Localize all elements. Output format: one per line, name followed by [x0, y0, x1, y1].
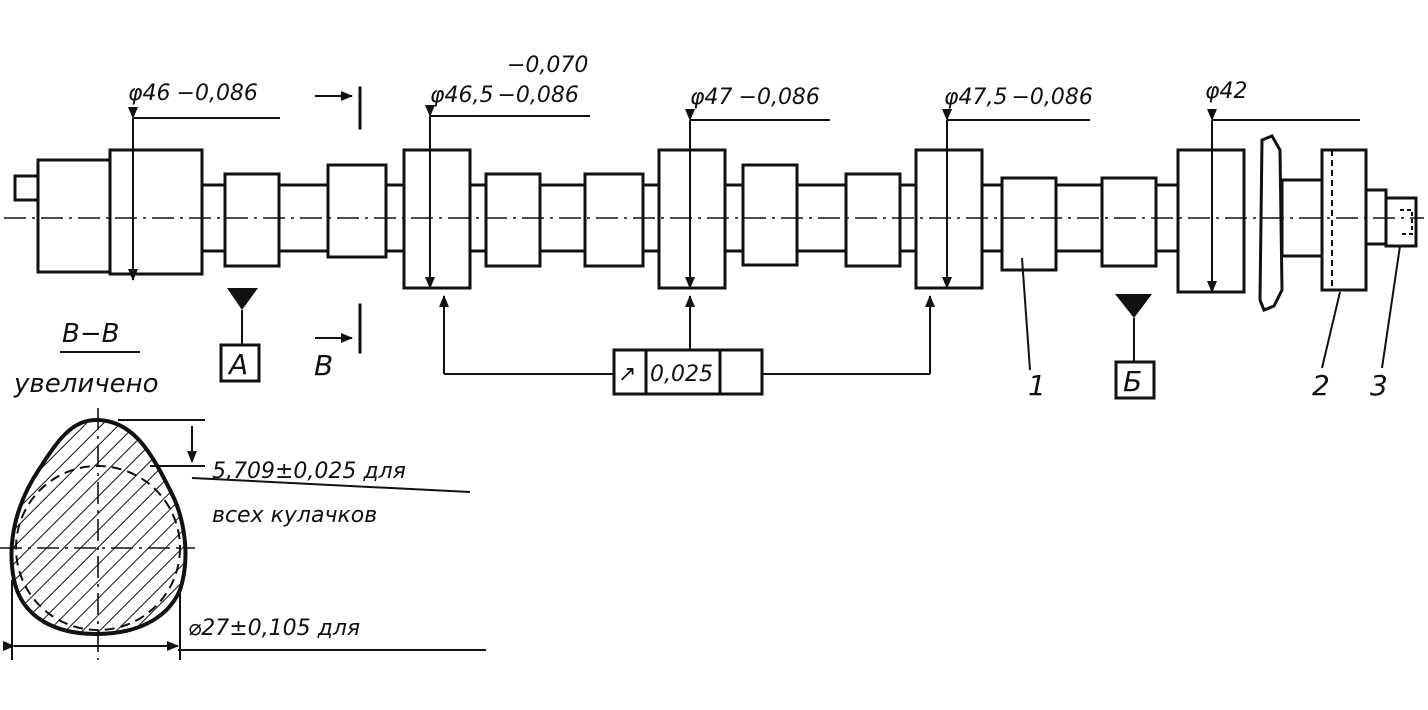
journal-4 [914, 148, 984, 290]
cam-7 [1000, 176, 1058, 272]
dim-journal-2-upper: −0,070 [507, 53, 588, 78]
cam-6 [844, 172, 902, 268]
datum-b: Б [1114, 294, 1156, 400]
tolerance-frame: ↗ 0,025 [439, 295, 935, 396]
lift-dimension: 5,709±0,025 для [212, 459, 406, 484]
cam-8 [1100, 176, 1158, 268]
right-end [1364, 188, 1388, 246]
section-subtitle: увеличено [13, 369, 159, 399]
section-cut-mark: В [314, 86, 362, 382]
callout-3: 3 [1370, 369, 1388, 402]
cam-1 [223, 172, 281, 268]
flange [1258, 134, 1284, 312]
lift-dimension-note: всех кулачков [212, 503, 377, 528]
dim-journal-4: φ47,5−0,086 [944, 85, 1093, 110]
cam-4 [583, 172, 645, 268]
datum-a: А [219, 288, 261, 383]
dim-journal-5: φ42 [1205, 79, 1248, 104]
cam-2 [326, 163, 388, 259]
runout-value: 0,025 [650, 362, 713, 387]
cam-5 [741, 163, 799, 267]
journal-1 [108, 148, 204, 276]
dim-journal-1: φ46−0,086 [128, 81, 258, 106]
datum-b-label: Б [1123, 365, 1142, 398]
datum-a-label: А [227, 348, 248, 381]
section-title: В−В [62, 319, 119, 349]
cam-3 [484, 172, 542, 268]
runout-symbol: ↗ [618, 362, 636, 387]
callout-1: 1 [1028, 369, 1046, 402]
callout-2: 2 [1312, 369, 1330, 402]
journal-2 [402, 148, 472, 290]
gear [1320, 148, 1368, 292]
section-mark-label: В [314, 349, 333, 382]
base-circle-dimension: ⌀27±0,105 для [188, 616, 360, 641]
dim-journal-2: φ46,5−0,086 [430, 83, 579, 108]
callouts: 1 2 3 [1021, 245, 1401, 402]
section-view: В−В увеличено 5,709±0,025 для всех кулач… [0, 319, 486, 660]
dim-journal-3: φ47−0,086 [690, 85, 820, 110]
journal-3 [657, 148, 727, 290]
diameter-dims: φ46−0,086 −0,070 φ46,5−0,086 φ47−0,086 φ… [128, 53, 1360, 293]
front-journal [36, 158, 114, 274]
